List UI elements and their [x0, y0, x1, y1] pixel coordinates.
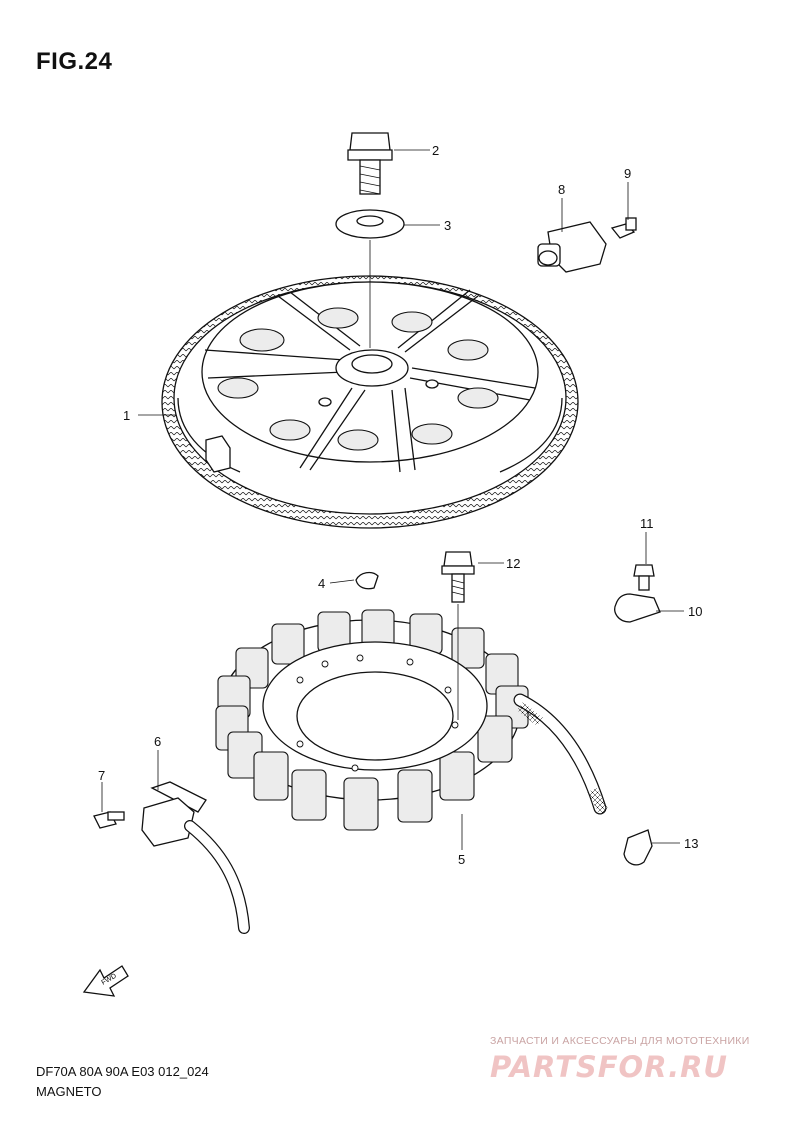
callout-12: 12: [506, 556, 520, 571]
stator-bolt: [441, 551, 475, 603]
callout-13: 13: [684, 836, 698, 851]
flywheel-bolt: [347, 132, 393, 195]
pulser-coil: [141, 781, 250, 934]
clamp-screw: [633, 564, 655, 591]
callout-3: 3: [444, 218, 451, 233]
callout-4: 4: [318, 576, 325, 591]
woodruff-key: [355, 571, 379, 590]
callout-7: 7: [98, 768, 105, 783]
callout-9: 9: [624, 166, 631, 181]
stator: [215, 609, 609, 831]
callout-5: 5: [458, 852, 465, 867]
watermark-tagline: ЗАПЧАСТИ И АКСЕССУАРЫ ДЛЯ МОТОТЕХНИКИ: [490, 1035, 750, 1047]
flywheel-washer: [335, 209, 405, 239]
figure-title: FIG.24: [36, 48, 113, 75]
model-code: DF70A 80A 90A E03 012_024: [36, 1064, 209, 1079]
callout-8: 8: [558, 182, 565, 197]
wire-clamp-upper: [614, 593, 661, 623]
arrow-fwd-icon: FWD: [82, 965, 129, 997]
position-sensor: [537, 221, 607, 273]
flywheel: [161, 275, 579, 529]
section-name: MAGNETO: [36, 1084, 102, 1099]
callout-2: 2: [432, 143, 439, 158]
pulser-screw: [93, 811, 125, 829]
callout-6: 6: [154, 734, 161, 749]
watermark-brand: PARTSFOR.RU: [490, 1050, 728, 1084]
callout-11: 11: [640, 516, 654, 531]
callout-1: 1: [123, 408, 130, 423]
callout-numbers: 1 2 3 4 5 6 7 8 9 10 11 12 13: [98, 143, 702, 867]
wire-clamp-lower: [623, 829, 653, 866]
callout-leaders: [101, 149, 684, 850]
sensor-screw: [610, 217, 637, 239]
callout-10: 10: [688, 604, 702, 619]
